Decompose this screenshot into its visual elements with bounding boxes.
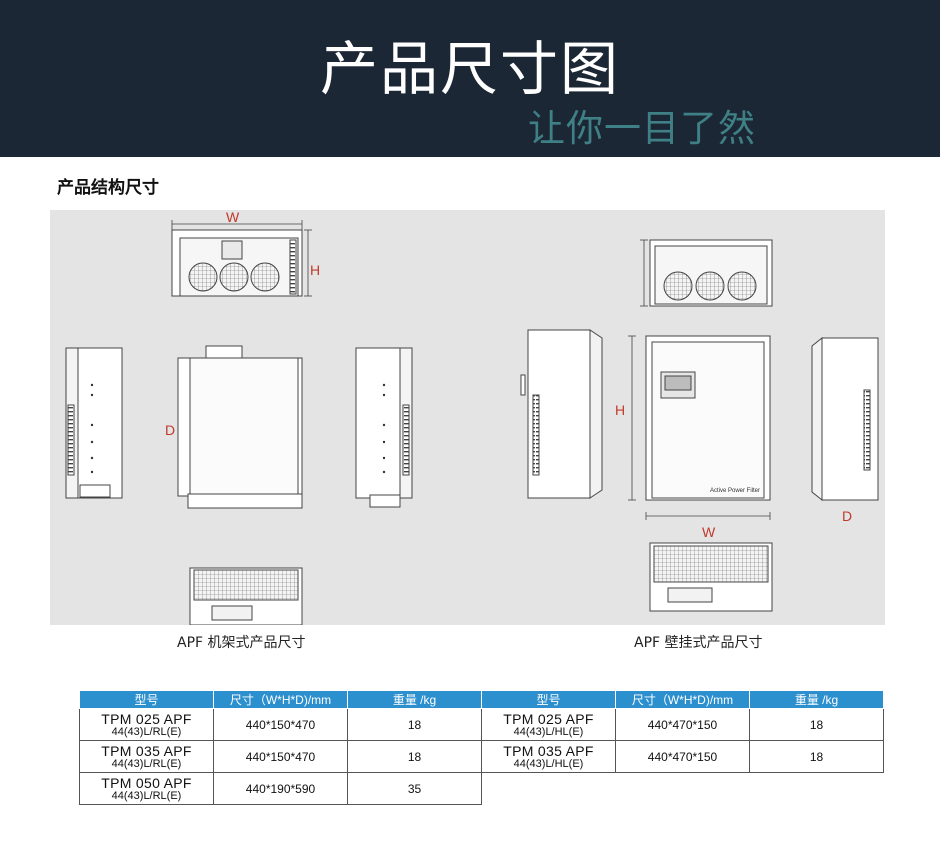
model-cell: TPM 025 APF 44(43)L/HL(E) [481,708,616,741]
wall-caption: APF 壁挂式产品尺寸 [634,635,763,651]
header-weight: 重量 /kg [347,690,482,709]
panel-label: Active Power Filter [710,488,760,494]
size-cell: 440*470*150 [615,708,750,741]
table-row: TPM 025 APF 44(43)L/RL(E) 440*150*470 18 [79,708,482,741]
dimension-drawing: W H D [50,210,885,625]
model-name: TPM 050 APF [101,774,192,791]
wall-front-dimensions [628,335,771,520]
model-name: TPM 025 APF [503,710,594,727]
weight-cell: 18 [347,740,482,773]
wall-top-dimension [640,239,648,307]
wall-bottom-view [649,542,773,612]
model-cell: TPM 050 APF 44(43)L/RL(E) [79,772,214,805]
size-cell: 440*470*150 [615,740,750,773]
rack-w-dimension [171,220,312,297]
table-header-row: 型号 尺寸（W*H*D)/mm 重量 /kg [481,690,884,709]
wall-right-side-view [811,336,879,502]
table-row: TPM 035 APF 44(43)L/RL(E) 440*150*470 18 [79,740,482,773]
rack-spec-table: 型号 尺寸（W*H*D)/mm 重量 /kg TPM 025 APF 44(43… [79,690,482,805]
header-size: 尺寸（W*H*D)/mm [213,690,348,709]
table-row: TPM 050 APF 44(43)L/RL(E) 440*190*590 35 [79,772,482,805]
banner-subtitle: 让你一目了然 [528,107,756,150]
wall-front-view [645,335,771,501]
drawing-svg: W H D [65,210,879,625]
rack-front-view [171,229,303,297]
weight-cell: 18 [347,708,482,741]
header-size: 尺寸（W*H*D)/mm [615,690,750,709]
wall-left-side-view [520,329,603,499]
rack-caption: APF 机架式产品尺寸 [177,635,306,651]
model-variant: 44(43)L/HL(E) [513,725,584,738]
rack-top-view [177,345,303,509]
rack-left-side-view [65,347,123,499]
model-variant: 44(43)L/RL(E) [111,757,182,770]
rack-rear-view [189,567,303,625]
table-row: TPM 025 APF 44(43)L/HL(E) 440*470*150 18 [481,708,884,741]
header-weight: 重量 /kg [749,690,884,709]
model-cell: TPM 035 APF 44(43)L/RL(E) [79,740,214,773]
rack-d-label: D [165,422,175,438]
rack-w-label: W [226,210,240,225]
model-name: TPM 035 APF [503,742,594,759]
model-name: TPM 035 APF [101,742,192,759]
table-row: TPM 035 APF 44(43)L/HL(E) 440*470*150 18 [481,740,884,773]
rack-left-side-dots [90,383,94,474]
header-model: 型号 [79,690,214,709]
wall-d-label: D [842,508,852,524]
model-cell: TPM 035 APF 44(43)L/HL(E) [481,740,616,773]
model-variant: 44(43)L/RL(E) [111,789,182,802]
banner-title: 产品尺寸图 [319,35,620,103]
size-cell: 440*190*590 [213,772,348,805]
rack-right-side-dots [382,383,386,474]
model-cell: TPM 025 APF 44(43)L/RL(E) [79,708,214,741]
table-header-row: 型号 尺寸（W*H*D)/mm 重量 /kg [79,690,482,709]
model-variant: 44(43)L/RL(E) [111,725,182,738]
wall-h-label: H [615,402,625,418]
weight-cell: 18 [749,708,884,741]
section-title: 产品结构尺寸 [57,178,159,198]
size-cell: 440*150*470 [213,708,348,741]
model-variant: 44(43)L/HL(E) [513,757,584,770]
weight-cell: 35 [347,772,482,805]
size-cell: 440*150*470 [213,740,348,773]
weight-cell: 18 [749,740,884,773]
model-name: TPM 025 APF [101,710,192,727]
wall-top-view [649,239,773,307]
wall-spec-table: 型号 尺寸（W*H*D)/mm 重量 /kg TPM 025 APF 44(43… [481,690,884,773]
header-model: 型号 [481,690,616,709]
rack-h-label: H [310,262,320,278]
rack-right-side-view [355,347,413,508]
header-banner: 产品尺寸图 让你一目了然 [0,0,940,157]
wall-w-label: W [702,524,716,540]
